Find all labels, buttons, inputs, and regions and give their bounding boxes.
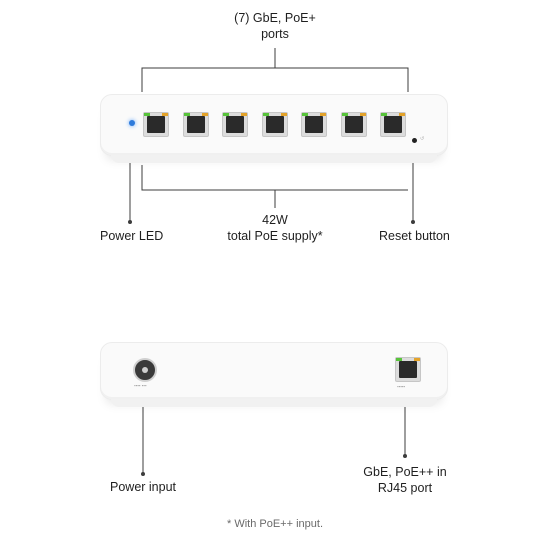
reset-button-label: Reset button bbox=[379, 229, 450, 243]
ports-callout-line2: ports bbox=[261, 27, 289, 41]
port-socket bbox=[305, 116, 323, 133]
rj45-line1: GbE, PoE++ in bbox=[363, 465, 447, 479]
link-led bbox=[183, 113, 190, 116]
ethernet-port[interactable] bbox=[143, 112, 169, 137]
port-socket bbox=[384, 116, 402, 133]
link-led bbox=[396, 358, 402, 361]
port-socket bbox=[147, 116, 165, 133]
ports-callout-line1: (7) GbE, PoE+ bbox=[234, 11, 316, 25]
activity-led bbox=[201, 113, 208, 116]
device-base bbox=[111, 399, 437, 407]
link-led bbox=[381, 113, 387, 116]
link-led bbox=[341, 113, 348, 116]
switch-front-view: ↺ bbox=[100, 94, 448, 163]
reset-button[interactable] bbox=[412, 138, 417, 143]
poe-supply-callout: 42W total PoE supply* bbox=[200, 212, 350, 244]
port-socket bbox=[186, 116, 205, 133]
poe-supply-line1: 42W bbox=[262, 213, 288, 227]
rj45-callout: GbE, PoE++ in RJ45 port bbox=[355, 464, 455, 496]
link-led bbox=[223, 113, 229, 116]
ethernet-port[interactable] bbox=[380, 112, 406, 137]
footnote: * With PoE++ input. bbox=[227, 518, 323, 530]
ethernet-port[interactable] bbox=[261, 112, 288, 137]
device-base bbox=[111, 155, 437, 163]
activity-led bbox=[399, 113, 405, 116]
poe-supply-line2: total PoE supply* bbox=[227, 229, 323, 243]
link-led bbox=[144, 113, 150, 116]
port-socket bbox=[226, 116, 244, 133]
power-input-label: Power input bbox=[110, 480, 177, 494]
switch-rear-view: ▪▪▪▪ ▪▪▪ ▪▪▪▪▪ bbox=[100, 342, 448, 407]
ports-callout: (7) GbE, PoE+ ports bbox=[215, 10, 335, 42]
rj45-line2: RJ45 port bbox=[377, 481, 433, 495]
rj45-marking: ▪▪▪▪▪ bbox=[397, 384, 405, 389]
port-socket bbox=[344, 116, 363, 133]
reset-glyph: ↺ bbox=[420, 136, 425, 142]
link-led bbox=[302, 113, 308, 116]
power-input-jack[interactable] bbox=[133, 358, 157, 382]
ethernet-port[interactable] bbox=[182, 112, 209, 137]
rj45-uplink-port[interactable] bbox=[395, 357, 421, 382]
activity-led bbox=[162, 113, 168, 116]
power-led bbox=[129, 120, 135, 126]
port-socket bbox=[399, 361, 417, 378]
activity-led bbox=[414, 358, 420, 361]
power-led-label: Power LED bbox=[100, 229, 164, 243]
link-led bbox=[262, 113, 269, 116]
ethernet-port[interactable] bbox=[222, 112, 248, 137]
activity-led bbox=[280, 113, 287, 116]
ethernet-port[interactable] bbox=[301, 112, 327, 137]
activity-led bbox=[320, 113, 326, 116]
activity-led bbox=[359, 113, 366, 116]
ethernet-port[interactable] bbox=[340, 112, 367, 137]
activity-led bbox=[241, 113, 247, 116]
power-jack-marking: ▪▪▪▪ ▪▪▪ bbox=[134, 383, 147, 388]
port-socket bbox=[265, 116, 284, 133]
power-jack-pin bbox=[142, 367, 148, 373]
